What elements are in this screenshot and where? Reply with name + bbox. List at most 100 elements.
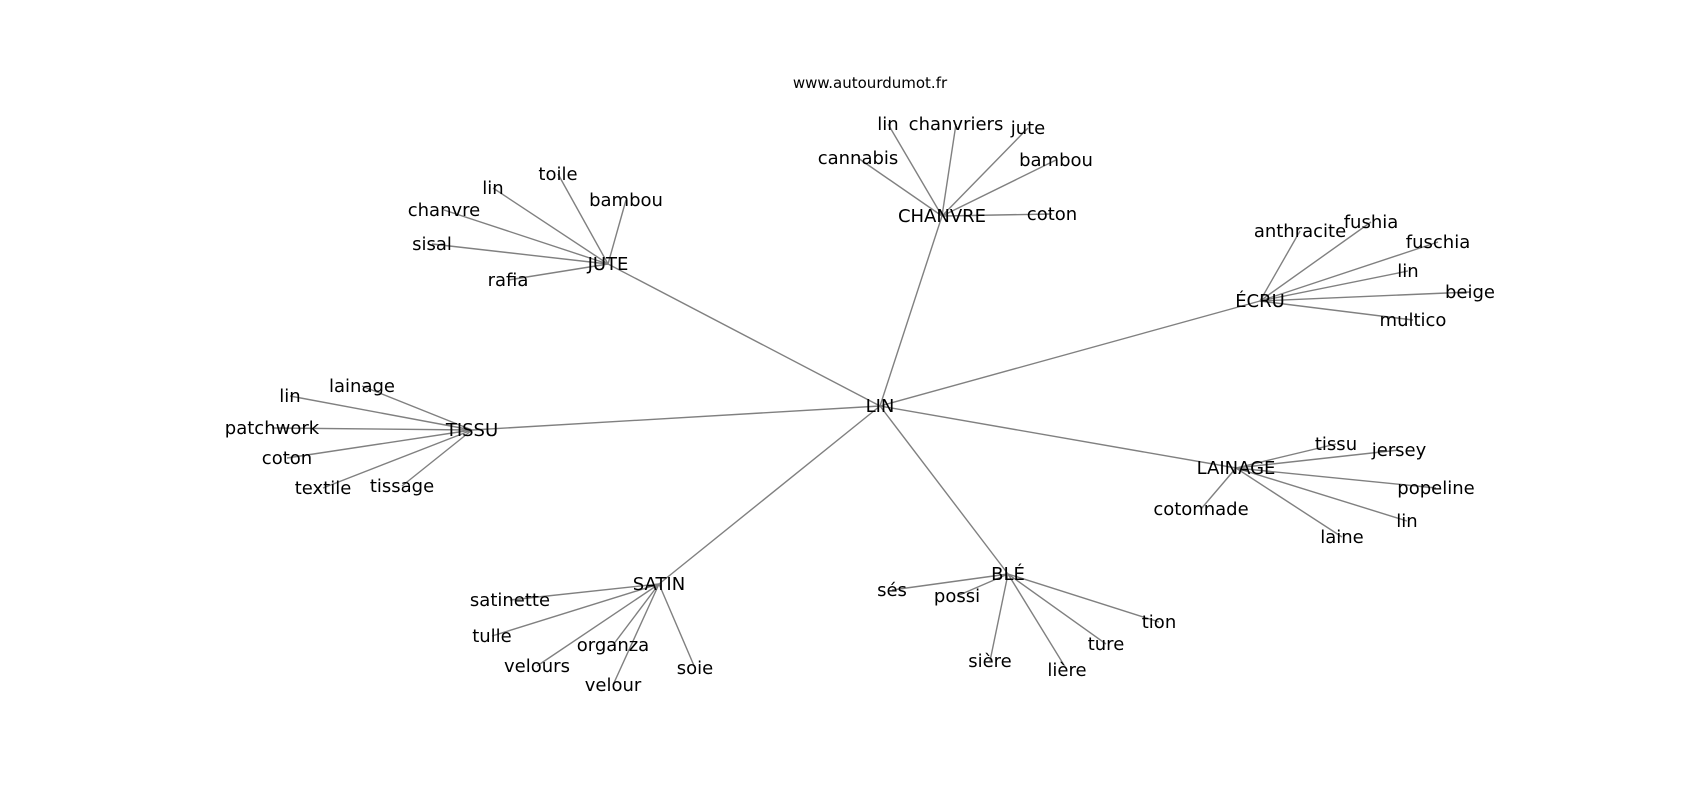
hub-node-label: LAINAGE: [1197, 458, 1276, 479]
leaf-node-label: popeline: [1397, 478, 1474, 499]
center-node-label: LIN: [866, 396, 895, 417]
leaf-node-label: tissu: [1315, 434, 1357, 455]
edge: [879, 215, 943, 407]
leaf-node-label: coton: [1027, 204, 1077, 225]
leaf-node-label: fushia: [1344, 212, 1399, 233]
edge: [879, 405, 1237, 469]
leaf-node-label: textile: [295, 478, 352, 499]
leaf-node-label: lin: [1396, 511, 1417, 532]
edge: [443, 209, 609, 265]
leaf-node-label: lière: [1047, 660, 1086, 681]
leaf-node-label: tissage: [370, 476, 434, 497]
leaf-node-label: multico: [1380, 310, 1447, 331]
edge: [612, 583, 660, 646]
edge: [491, 583, 660, 637]
leaf-node-label: beige: [1445, 282, 1495, 303]
leaf-node-label: ture: [1088, 634, 1125, 655]
leaf-node-label: tulle: [472, 626, 512, 647]
edge: [1235, 443, 1337, 469]
edge: [887, 123, 943, 217]
edge: [492, 187, 609, 265]
edge: [322, 429, 473, 489]
leaf-node-label: chanvre: [408, 200, 480, 221]
edge: [1007, 573, 1068, 671]
leaf-node-label: cotonnade: [1153, 499, 1248, 520]
edge: [658, 405, 881, 585]
edge: [471, 405, 881, 431]
edge: [1259, 300, 1414, 321]
leaf-node-label: lin: [1397, 261, 1418, 282]
edge: [1200, 467, 1237, 510]
edge: [1235, 449, 1400, 469]
leaf-node-label: jersey: [1371, 440, 1427, 461]
leaf-node-label: patchwork: [225, 418, 320, 439]
leaf-node-label: possi: [934, 586, 980, 607]
edge: [941, 123, 957, 217]
edge: [431, 243, 609, 265]
edge: [557, 173, 609, 265]
leaf-node-label: laine: [1320, 527, 1364, 548]
hub-node-label: TISSU: [445, 420, 498, 441]
edge: [989, 573, 1009, 662]
edge: [1007, 573, 1160, 623]
edge: [1259, 221, 1372, 302]
leaf-node-label: fuschia: [1406, 232, 1470, 253]
labels: www.autourdumot.fr lin chanvriers jute cann…: [225, 74, 1495, 696]
edge: [607, 263, 881, 407]
edge: [879, 405, 1009, 575]
hub-node-label: CHANVRE: [898, 206, 986, 227]
leaf-node-label: lin: [877, 114, 898, 135]
hub-node-label: SATIN: [633, 574, 685, 595]
edge: [857, 157, 943, 217]
edge: [509, 583, 660, 601]
leaf-node-label: bambou: [1019, 150, 1093, 171]
leaf-node-label: satinette: [470, 590, 550, 611]
hub-node-label: BLÉ: [991, 563, 1025, 585]
edge: [891, 573, 1009, 591]
edge: [607, 199, 627, 265]
edge: [401, 429, 473, 487]
leaf-node-label: organza: [577, 635, 649, 656]
hub-node-label: JUTE: [587, 254, 629, 275]
edge: [879, 300, 1261, 407]
edge: [1259, 291, 1471, 302]
leaf-node-label: velours: [504, 656, 570, 677]
edges: [271, 123, 1471, 686]
edge: [612, 583, 660, 686]
leaf-node-label: soie: [677, 658, 713, 679]
edge: [361, 385, 473, 431]
edge: [286, 429, 473, 459]
leaf-node-label: sisal: [412, 234, 452, 255]
edge: [1007, 573, 1107, 645]
edge: [289, 395, 473, 431]
edge: [658, 583, 696, 669]
leaf-node-label: jute: [1010, 118, 1046, 139]
leaf-node-label: coton: [262, 448, 312, 469]
edge: [956, 573, 1009, 597]
site-label: www.autourdumot.fr: [793, 74, 948, 92]
edge: [941, 159, 1057, 217]
edge: [536, 583, 660, 667]
leaf-node-label: toile: [538, 164, 577, 185]
leaf-node-label: sés: [877, 580, 907, 601]
leaf-node-label: bambou: [589, 190, 663, 211]
leaf-node-label: lin: [482, 178, 503, 199]
edge: [941, 213, 1053, 217]
leaf-node-label: tion: [1142, 612, 1176, 633]
edge: [507, 263, 609, 281]
edge: [1259, 270, 1409, 302]
leaf-node-label: rafia: [488, 270, 529, 291]
leaf-node-label: anthracite: [1254, 221, 1346, 242]
edge: [1235, 467, 1437, 489]
leaf-node-label: chanvriers: [909, 114, 1004, 135]
leaf-node-label: cannabis: [818, 148, 899, 169]
leaf-node-label: sière: [968, 651, 1012, 672]
leaf-node-label: velour: [585, 675, 642, 696]
leaf-node-label: lin: [279, 386, 300, 407]
edge: [271, 427, 473, 431]
edge: [941, 127, 1029, 217]
hub-node-label: ÉCRU: [1235, 290, 1285, 312]
edge: [1259, 230, 1301, 302]
edge: [1235, 467, 1408, 522]
